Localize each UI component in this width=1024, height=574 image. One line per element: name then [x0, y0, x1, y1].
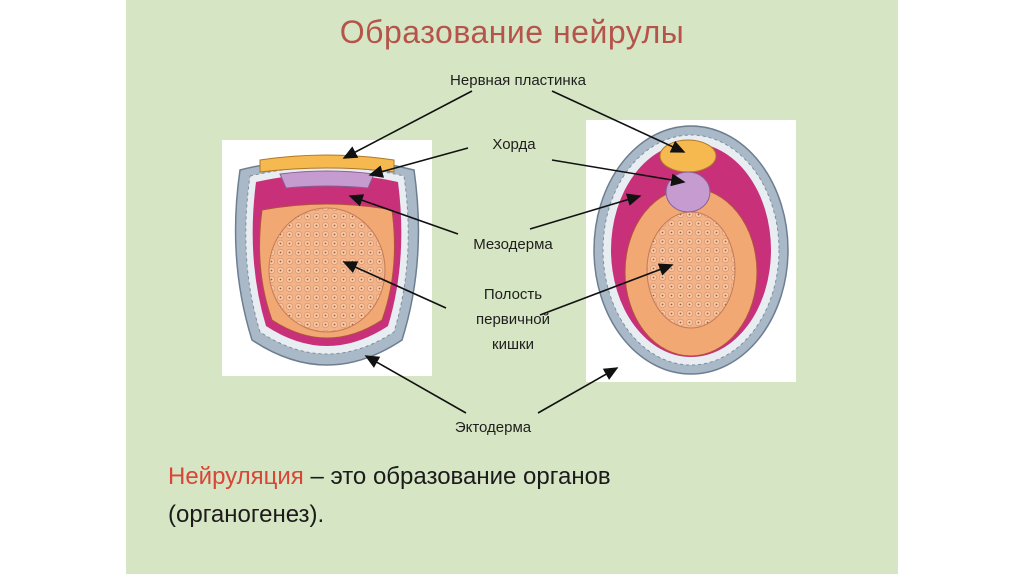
label-gut-cavity-line3: кишки: [448, 332, 578, 357]
label-ectoderm: Эктодерма: [428, 415, 558, 440]
label-gut-cavity: Полость первичной кишки: [448, 282, 578, 357]
caption-rest: – это образование органов: [304, 463, 611, 490]
label-mesoderm: Мезодерма: [438, 232, 588, 257]
label-neural-plate: Нервная пластинка: [418, 68, 618, 93]
caption-line1: Нейруляция – это образование органов: [168, 458, 768, 496]
caption: Нейруляция – это образование органов (ор…: [168, 458, 768, 534]
right-embryo-image: [586, 120, 796, 382]
label-gut-cavity-line2: первичной: [448, 307, 578, 332]
left-embryo-image: [222, 140, 432, 376]
caption-line2: (органогенез).: [168, 496, 768, 534]
caption-term: Нейруляция: [168, 463, 304, 490]
label-gut-cavity-line1: Полость: [448, 282, 578, 307]
label-chord: Хорда: [464, 132, 564, 157]
slide-title: Образование нейрулы: [126, 14, 898, 51]
